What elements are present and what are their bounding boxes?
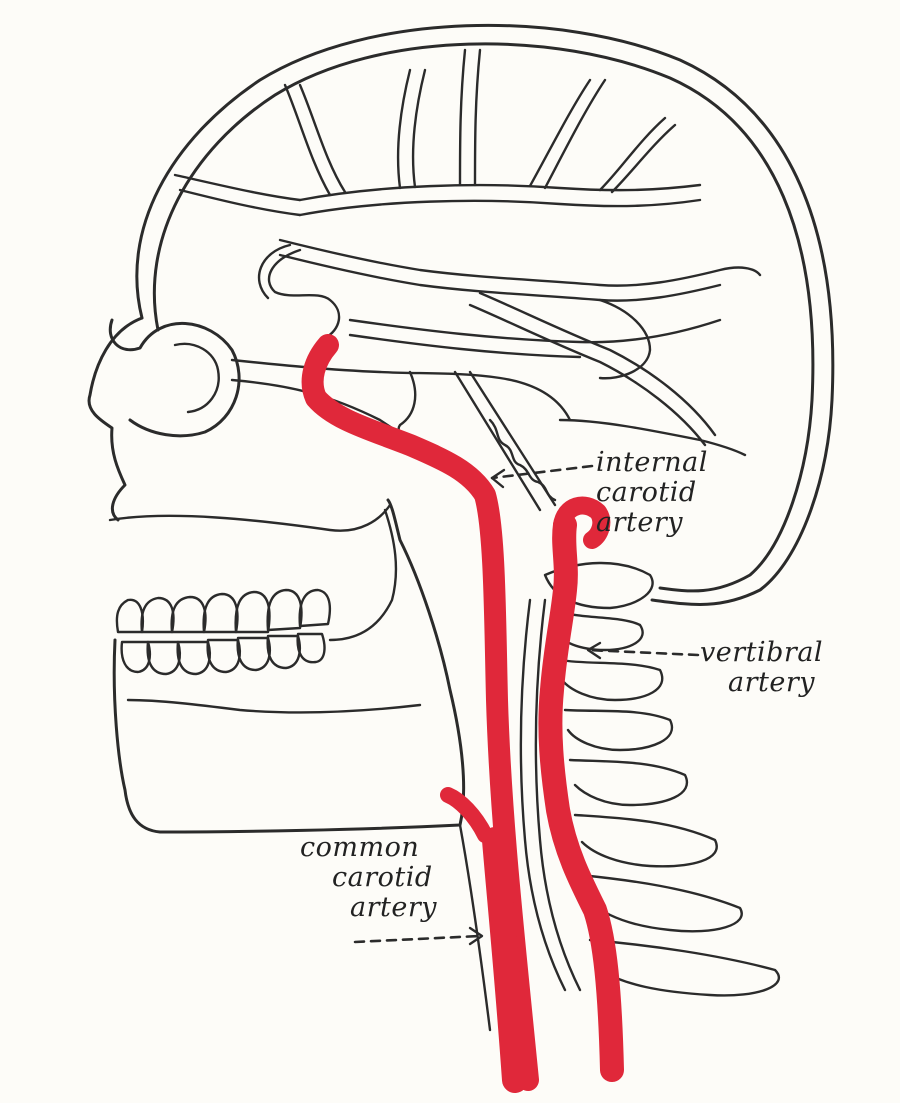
internal-carotid-label-line1: internal — [596, 447, 708, 478]
occipital-bone — [558, 418, 747, 457]
eye-socket — [108, 318, 241, 438]
vertebral-artery — [538, 513, 624, 1082]
common-carotid-label-line1: common — [300, 832, 420, 863]
neck-front-line — [458, 823, 492, 1032]
occipital-edge — [488, 418, 557, 502]
mandible-ramus — [328, 508, 398, 642]
internal-carotid-leader — [490, 464, 594, 480]
leader-lines — [353, 464, 700, 946]
upper-teeth — [115, 588, 332, 634]
sphenoid — [397, 370, 422, 442]
vertebral-arrowhead — [586, 641, 602, 660]
mandible-inner — [126, 698, 422, 714]
common-carotid-artery — [482, 827, 528, 1093]
common-carotid-label-line3: artery — [350, 892, 437, 923]
common-carotid-label: common carotid artery — [300, 833, 437, 923]
vertebral-artery-loop — [553, 496, 611, 549]
vertebral-leader — [586, 648, 700, 657]
internal-carotid-label-line3: artery — [596, 507, 683, 538]
skull-outline — [135, 23, 835, 606]
vertebral-label-line1: vertibral — [700, 637, 824, 668]
internal-carotid-arrowhead — [490, 468, 506, 489]
common-carotid-label-line2: carotid — [332, 862, 433, 893]
styloid-process — [453, 370, 542, 512]
vertebral-label: vertibral artery — [700, 638, 823, 698]
maxilla-line — [108, 503, 392, 532]
cerebral-vessels — [173, 48, 762, 447]
vertebral-label-line2: artery — [728, 667, 815, 698]
cranial-base — [230, 358, 572, 422]
internal-carotid-label-line2: carotid — [596, 477, 697, 508]
face-profile — [87, 316, 144, 522]
internal-carotid-artery — [301, 334, 539, 1091]
common-carotid-arrowhead — [468, 926, 484, 946]
internal-carotid-label: internal carotid artery — [596, 448, 708, 538]
common-carotid-leader — [353, 934, 482, 944]
lower-teeth — [120, 632, 326, 676]
skull-inner-outline — [152, 42, 815, 593]
mandible — [112, 498, 466, 834]
eye-socket-inner — [173, 342, 220, 414]
external-carotid-branch — [440, 787, 493, 843]
cervical-spine — [519, 561, 781, 997]
arteries — [301, 334, 624, 1093]
